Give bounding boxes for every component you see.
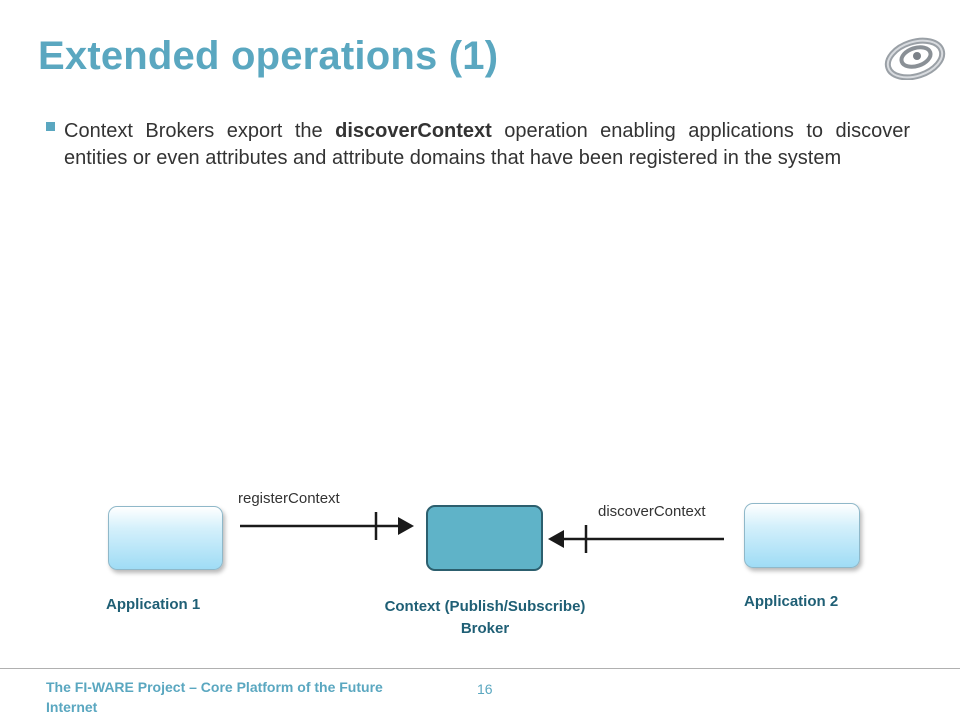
bullet-square-icon — [46, 122, 55, 131]
broker-label-line1: Context (Publish/Subscribe) — [384, 598, 586, 615]
broker-box — [426, 505, 543, 571]
application2-label: Application 2 — [744, 593, 839, 610]
application1-box — [108, 506, 223, 570]
broker-label-line2: Broker — [460, 620, 510, 637]
application2-box — [744, 503, 860, 568]
bullet-text: Context Brokers export the discoverConte… — [64, 118, 910, 172]
footer-divider — [0, 668, 960, 669]
bullet-text-bold: discoverContext — [335, 120, 492, 142]
page-number: 16 — [477, 681, 493, 697]
register-arrow — [240, 512, 404, 540]
application1-label: Application 1 — [106, 596, 201, 613]
broker-label: Context (Publish/Subscribe) Broker — [340, 596, 630, 640]
bullet-text-post: operation enabling applications to disco… — [64, 120, 910, 169]
bullet-text-pre: Context Brokers export the — [64, 120, 336, 142]
discover-arrow — [558, 525, 724, 553]
discover-arrow-head — [548, 530, 564, 548]
register-context-label: registerContext — [238, 490, 340, 507]
bullet-item: Context Brokers export the discoverConte… — [46, 118, 910, 172]
register-arrow-head — [398, 517, 414, 535]
footer-project-text: The FI-WARE Project – Core Platform of t… — [46, 679, 383, 715]
fiware-logo-icon — [884, 37, 946, 80]
slide-title: Extended operations (1) — [38, 34, 499, 78]
discover-context-label: discoverContext — [598, 503, 706, 520]
